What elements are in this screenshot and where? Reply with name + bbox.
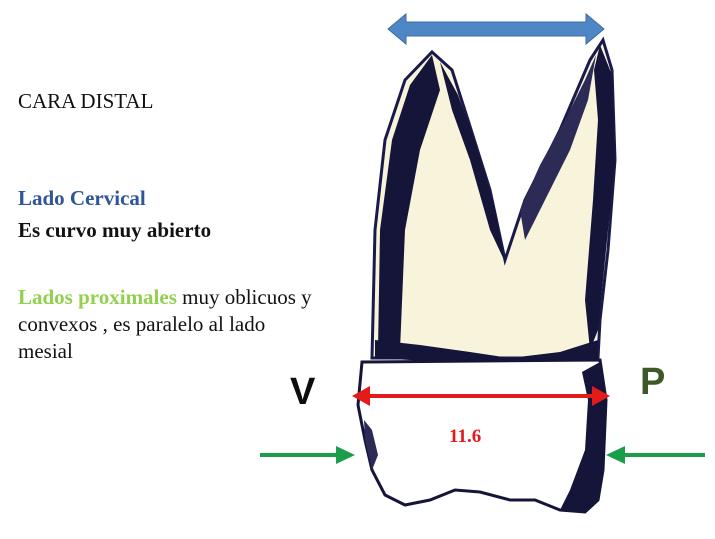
proximal-description: muy oblicuos y convexos , es paralelo al…	[18, 285, 312, 363]
slide-title: CARA DISTAL	[18, 89, 154, 113]
crown-measurement: 11.6	[449, 426, 482, 447]
vestibular-label: V	[290, 371, 316, 413]
crown-width-arrow	[352, 386, 610, 406]
tooth-illustration	[356, 36, 617, 514]
proximal-paragraph: Lados proximales muy oblicuos y convexos…	[18, 284, 318, 365]
cervical-description: Es curvo muy abierto	[18, 218, 212, 242]
right-green-arrow	[606, 446, 705, 464]
proximal-heading: Lados proximales	[18, 285, 177, 309]
top-width-arrow	[387, 12, 605, 46]
palatal-label: P	[640, 361, 666, 403]
cervical-heading: Lado Cervical	[18, 186, 146, 210]
left-green-arrow	[260, 446, 355, 464]
